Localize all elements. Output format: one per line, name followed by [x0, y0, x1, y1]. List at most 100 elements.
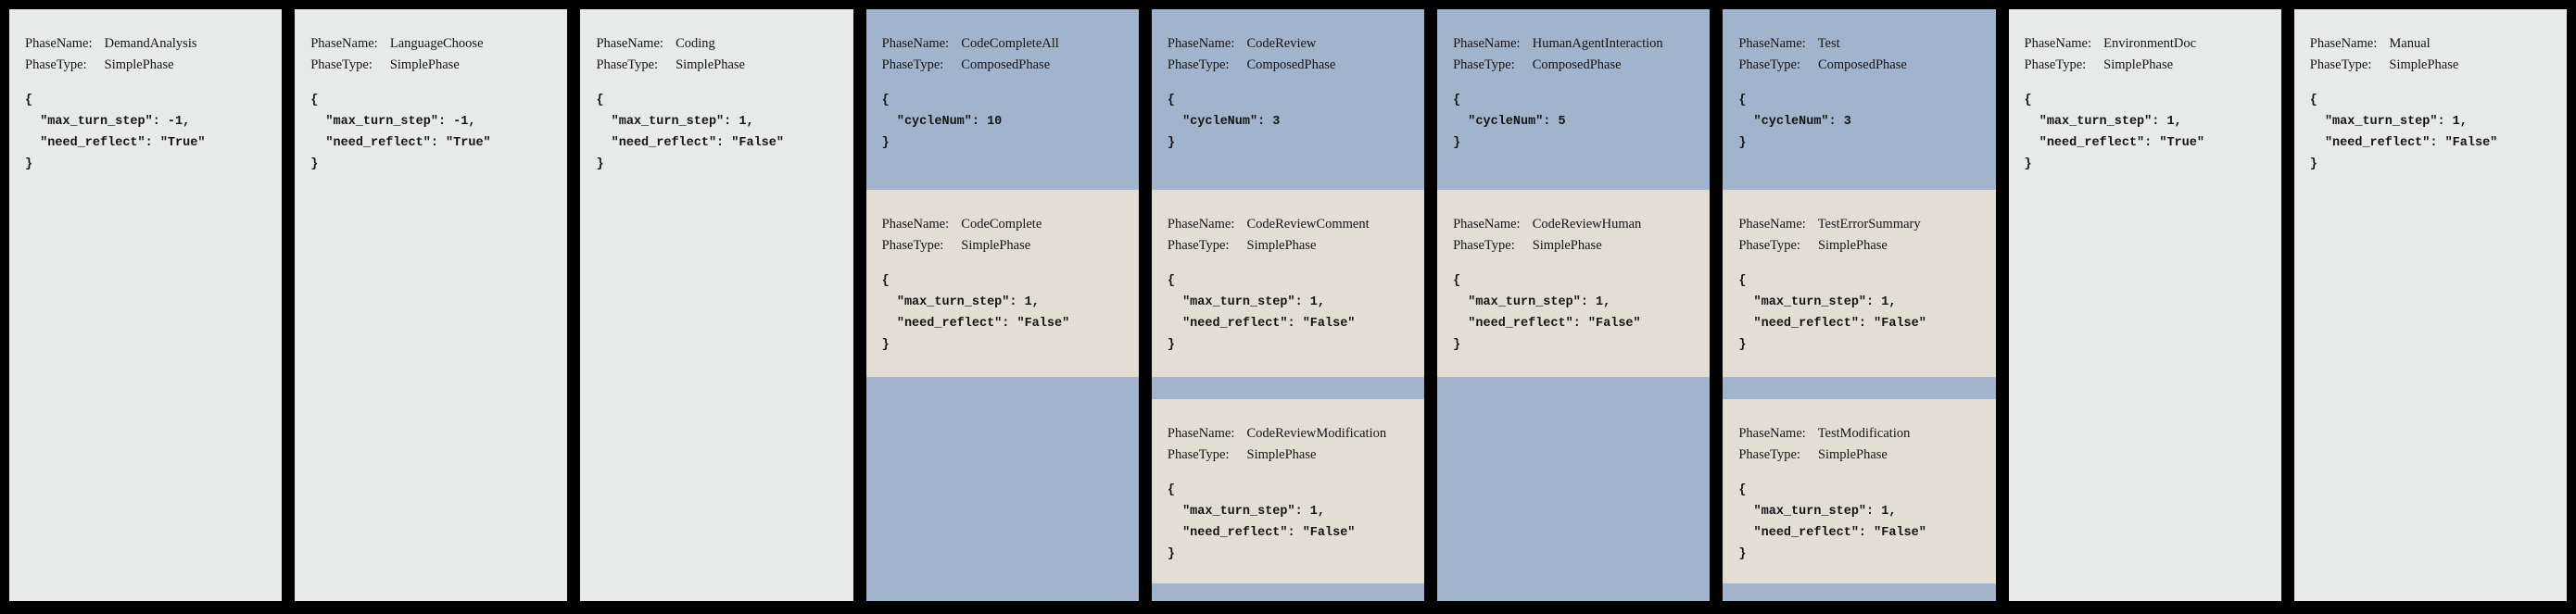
phase-type-line: PhaseType: SimplePhase: [2025, 55, 2270, 76]
phase-type-value: SimplePhase: [676, 57, 745, 72]
phase-card-test: PhaseName: Test PhaseType: ComposedPhase…: [1723, 9, 1996, 601]
phase-name-value: TestErrorSummary: [1817, 217, 1921, 232]
phase-type-line: PhaseType: ComposedPhase: [1453, 55, 1698, 76]
phase-type-line: PhaseType: SimplePhase: [25, 55, 271, 76]
phase-type-label: PhaseType:: [1453, 57, 1515, 72]
phase-type-line: PhaseType: SimplePhase: [2310, 55, 2556, 76]
phase-config-json: { "max_turn_step": 1, "need_reflect": "F…: [1167, 274, 1356, 352]
composed-phase-divider: [1152, 377, 1424, 399]
phase-type-value: SimplePhase: [2389, 57, 2459, 72]
phase-config-json: { "max_turn_step": 1, "need_reflect": "F…: [1167, 483, 1356, 561]
phase-card-code-complete-all: PhaseName: CodeCompleteAll PhaseType: Co…: [865, 9, 1139, 601]
phase-header: PhaseName: Coding PhaseType: SimplePhase…: [580, 9, 852, 175]
phase-card-language-choose: PhaseName: LanguageChoose PhaseType: Sim…: [295, 9, 568, 601]
phase-name-line: PhaseName: TestErrorSummary: [1738, 214, 1984, 235]
phase-type-label: PhaseType:: [881, 238, 944, 253]
phase-type-value: ComposedPhase: [1532, 57, 1622, 72]
phase-name-line: PhaseName: CodeCompleteAll: [882, 33, 1128, 55]
phase-type-line: PhaseType: SimplePhase: [1168, 445, 1413, 466]
phase-name-label: PhaseName:: [1738, 426, 1806, 441]
phase-card-coding: PhaseName: Coding PhaseType: SimplePhase…: [580, 9, 853, 601]
phase-name-line: PhaseName: Manual: [2310, 33, 2556, 55]
phase-type-label: PhaseType:: [1453, 238, 1515, 253]
phase-config-json: { "cycleNum": 3 }: [1738, 94, 1851, 150]
phase-type-label: PhaseType:: [1167, 238, 1230, 253]
phase-config-json: { "max_turn_step": -1, "need_reflect": "…: [310, 94, 491, 171]
phase-type-value: SimplePhase: [961, 238, 1031, 253]
phase-type-line: PhaseType: SimplePhase: [882, 235, 1128, 257]
subphase-header: PhaseName: TestErrorSummary PhaseType: S…: [1723, 190, 1995, 356]
phase-type-line: PhaseType: SimplePhase: [1738, 235, 1984, 257]
phase-header: PhaseName: Manual PhaseType: SimplePhase…: [2294, 9, 2567, 175]
phase-name-value: CodeReview: [1246, 36, 1317, 51]
phase-name-value: CodeReviewComment: [1246, 217, 1370, 232]
phase-name-label: PhaseName:: [25, 36, 93, 51]
phase-name-label: PhaseName:: [1167, 217, 1235, 232]
phase-name-line: PhaseName: CodeReviewModification: [1168, 423, 1413, 445]
phase-card-manual: PhaseName: Manual PhaseType: SimplePhase…: [2293, 9, 2567, 601]
phase-name-label: PhaseName:: [1167, 426, 1235, 441]
phase-type-label: PhaseType:: [1738, 238, 1800, 253]
phase-name-value: CodeCompleteAll: [961, 36, 1059, 51]
phase-type-value: SimplePhase: [1246, 238, 1317, 253]
phase-name-label: PhaseName:: [1738, 217, 1806, 232]
phase-config-json: { "max_turn_step": 1, "need_reflect": "F…: [596, 94, 784, 171]
phase-header: PhaseName: CodeReview PhaseType: Compose…: [1152, 9, 1424, 190]
phase-name-label: PhaseName:: [1453, 217, 1521, 232]
phase-name-value: Test: [1817, 36, 1840, 51]
phase-card-code-review: PhaseName: CodeReview PhaseType: Compose…: [1151, 9, 1425, 601]
phase-config-json: { "cycleNum": 5 }: [1453, 94, 1566, 150]
phase-config-json: { "cycleNum": 10 }: [881, 94, 1003, 150]
phase-config-json: { "max_turn_step": 1, "need_reflect": "F…: [1453, 274, 1641, 352]
phase-type-line: PhaseType: SimplePhase: [1168, 235, 1413, 257]
phase-type-value: SimplePhase: [1817, 447, 1888, 462]
phase-name-value: Coding: [676, 36, 715, 51]
phase-card-human-agent-interaction: PhaseName: HumanAgentInteraction PhaseTy…: [1437, 9, 1711, 601]
phase-name-label: PhaseName:: [881, 36, 950, 51]
phase-name-value: LanguageChoose: [389, 36, 484, 51]
phase-type-line: PhaseType: SimplePhase: [310, 55, 556, 76]
subphase-card-test-error-summary: PhaseName: TestErrorSummary PhaseType: S…: [1723, 190, 1996, 377]
phase-header: PhaseName: HumanAgentInteraction PhaseTy…: [1437, 9, 1710, 190]
phase-type-value: ComposedPhase: [1246, 57, 1336, 72]
phase-type-line: PhaseType: SimplePhase: [1738, 445, 1984, 466]
phase-name-value: CodeReviewHuman: [1532, 217, 1642, 232]
phase-name-value: TestModification: [1817, 426, 1911, 441]
phase-card-environment-doc: PhaseName: EnvironmentDoc PhaseType: Sim…: [2008, 9, 2281, 601]
phase-config-json: { "cycleNum": 3 }: [1167, 94, 1281, 150]
phase-type-label: PhaseType:: [25, 57, 87, 72]
phase-type-line: PhaseType: ComposedPhase: [1738, 55, 1984, 76]
phase-name-line: PhaseName: CodeReview: [1168, 33, 1413, 55]
phase-header: PhaseName: LanguageChoose PhaseType: Sim…: [295, 9, 567, 175]
phase-type-value: ComposedPhase: [961, 57, 1051, 72]
phase-type-line: PhaseType: ComposedPhase: [1168, 55, 1413, 76]
phase-name-line: PhaseName: CodeComplete: [882, 214, 1128, 235]
phase-name-value: HumanAgentInteraction: [1532, 36, 1663, 51]
phase-type-label: PhaseType:: [1167, 57, 1230, 72]
phase-name-label: PhaseName:: [2309, 36, 2378, 51]
phase-type-value: SimplePhase: [389, 57, 460, 72]
phase-name-line: PhaseName: TestModification: [1738, 423, 1984, 445]
phase-type-label: PhaseType:: [310, 57, 373, 72]
phase-config-json: { "max_turn_step": 1, "need_reflect": "F…: [1738, 483, 1926, 561]
subphase-header: PhaseName: CodeReviewComment PhaseType: …: [1152, 190, 1424, 356]
subphase-card-code-complete: PhaseName: CodeComplete PhaseType: Simpl…: [865, 190, 1139, 377]
phase-type-label: PhaseType:: [2309, 57, 2372, 72]
phase-type-value: ComposedPhase: [1817, 57, 1907, 72]
phase-type-label: PhaseType:: [1167, 447, 1230, 462]
composed-phase-divider: [1723, 377, 1995, 399]
phase-type-label: PhaseType:: [2024, 57, 2087, 72]
subphase-header: PhaseName: CodeReviewHuman PhaseType: Si…: [1437, 190, 1710, 356]
phase-config-json: { "max_turn_step": -1, "need_reflect": "…: [25, 94, 206, 171]
phase-name-label: PhaseName:: [310, 36, 378, 51]
phase-header: PhaseName: DemandAnalysis PhaseType: Sim…: [9, 9, 282, 175]
phase-name-value: CodeComplete: [961, 217, 1042, 232]
phase-name-value: CodeReviewModification: [1246, 426, 1387, 441]
phase-header: PhaseName: EnvironmentDoc PhaseType: Sim…: [2009, 9, 2281, 175]
phase-config-json: { "max_turn_step": 1, "need_reflect": "T…: [2024, 94, 2204, 171]
phase-header: PhaseName: CodeCompleteAll PhaseType: Co…: [866, 9, 1139, 190]
phase-name-value: DemandAnalysis: [104, 36, 197, 51]
phase-name-label: PhaseName:: [1738, 36, 1806, 51]
phase-name-line: PhaseName: HumanAgentInteraction: [1453, 33, 1698, 55]
